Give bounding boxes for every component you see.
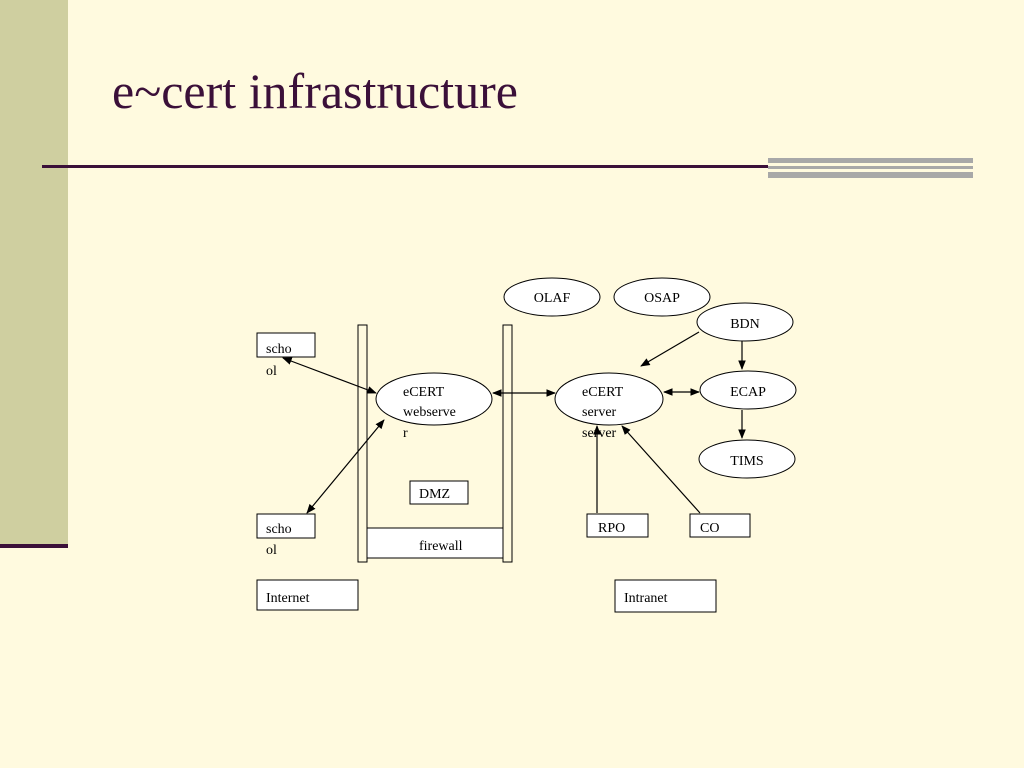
bdn-label: BDN <box>730 317 760 332</box>
tims-node <box>698 439 796 479</box>
school-top-line1: scho <box>266 342 292 357</box>
bdn-node <box>696 302 794 342</box>
school-bottom-box <box>256 513 316 539</box>
school-bottom-line2: ol <box>266 543 277 558</box>
olaf-node <box>503 277 601 317</box>
edge-bdn-server <box>640 331 700 367</box>
ecap-node <box>699 370 797 410</box>
ecap-label: ECAP <box>730 385 766 400</box>
firewall-right-wall <box>502 324 513 563</box>
rpo-box <box>586 513 649 538</box>
tims-label: TIMS <box>730 454 763 469</box>
ecert-server-line2: server <box>582 405 617 420</box>
osap-label: OSAP <box>644 291 680 306</box>
firewall-box <box>366 527 504 559</box>
school-top-line2: ol <box>266 364 277 379</box>
rpo-label: RPO <box>598 521 625 536</box>
dmz-label: DMZ <box>419 487 450 502</box>
dmz-box <box>409 480 469 505</box>
ecert-webserver-node <box>375 372 493 426</box>
internet-box <box>256 579 359 611</box>
ecert-webserver-line1: eCERT <box>403 385 445 400</box>
school-top-box <box>256 332 316 358</box>
olaf-label: OLAF <box>534 291 571 306</box>
title-rule <box>42 165 768 168</box>
edge-co-server <box>621 425 701 514</box>
sidebar-underline <box>0 544 68 548</box>
ecert-server-line3: server <box>582 426 617 441</box>
internet-label: Internet <box>266 591 310 606</box>
slide-title: e~cert infrastructure <box>112 63 518 119</box>
ecert-webserver-line3: r <box>403 426 408 441</box>
osap-node <box>613 277 711 317</box>
firewall-label: firewall <box>419 539 463 554</box>
edge-school-bottom-webserver <box>306 419 385 514</box>
intranet-box <box>614 579 717 613</box>
slide-sidebar <box>0 0 68 546</box>
title-accent-bars <box>768 158 973 178</box>
intranet-label: Intranet <box>624 591 668 606</box>
co-box <box>689 513 751 538</box>
ecert-server-node <box>554 372 664 426</box>
co-label: CO <box>700 521 719 536</box>
ecert-server-line1: eCERT <box>582 385 624 400</box>
firewall-left-wall <box>357 324 368 563</box>
edge-school-top-webserver <box>282 357 377 394</box>
school-bottom-line1: scho <box>266 522 292 537</box>
ecert-webserver-line2: webserve <box>403 405 456 420</box>
